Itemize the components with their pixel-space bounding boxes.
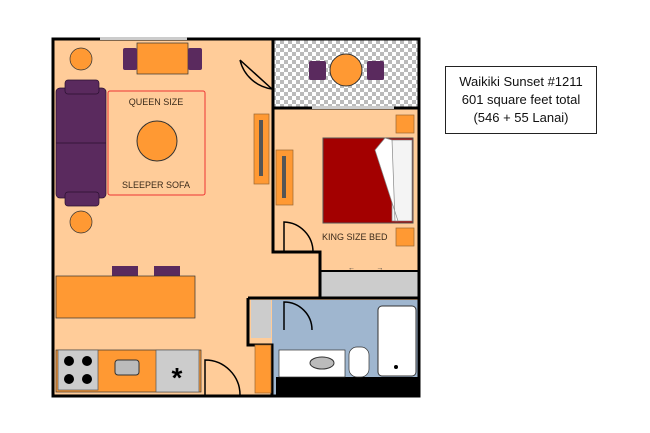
refrigerator [155, 349, 200, 393]
pillows [391, 139, 413, 222]
bathtub [377, 305, 417, 377]
bed-sheet-fold [374, 137, 399, 222]
pantry [254, 344, 272, 394]
rug-outline [107, 90, 206, 196]
chair [367, 61, 384, 80]
side-table [69, 47, 93, 71]
kitchen-island [55, 275, 196, 319]
coffee-table [136, 120, 178, 162]
chair [309, 61, 326, 80]
bedroom-tv [282, 156, 286, 198]
listing-title: Waikiki Sunset #1211 [459, 74, 583, 89]
bar-stool [154, 266, 180, 276]
bathroom-bottom-wall [276, 377, 420, 397]
sofa [55, 79, 107, 207]
king-size-bed-label: KING SIZE BED [322, 232, 388, 242]
sleeper-sofa-label: SLEEPER SOFA [122, 180, 190, 190]
queen-size-label: QUEEN SIZE [129, 97, 184, 107]
listing-info-box: Waikiki Sunset #1211 601 square feet tot… [445, 66, 597, 134]
doors [204, 59, 314, 396]
nightstand [395, 114, 415, 134]
window [100, 37, 187, 40]
burner-icons [64, 356, 92, 384]
stove [57, 349, 99, 391]
bath-closet [251, 300, 271, 338]
listing-area-breakdown: (546 + 55 Lanai) [473, 110, 569, 125]
side-table [69, 210, 93, 234]
bar-stool [112, 266, 138, 276]
dining-table [136, 42, 189, 75]
toilet [348, 346, 370, 378]
closet [320, 272, 420, 298]
bathroom-sink [309, 356, 335, 370]
listing-area: 601 square feet total [461, 92, 581, 107]
tv [259, 120, 263, 176]
snowflake-icon: * [172, 362, 183, 393]
closet-arrows: ← → [348, 265, 383, 272]
kitchen-sink [114, 359, 140, 376]
chair [188, 48, 202, 70]
walls [51, 37, 421, 398]
lanai-table [329, 53, 363, 87]
chair [123, 48, 137, 70]
nightstand [395, 227, 415, 247]
tub-drain [394, 365, 398, 369]
lanai-slider [312, 106, 394, 109]
